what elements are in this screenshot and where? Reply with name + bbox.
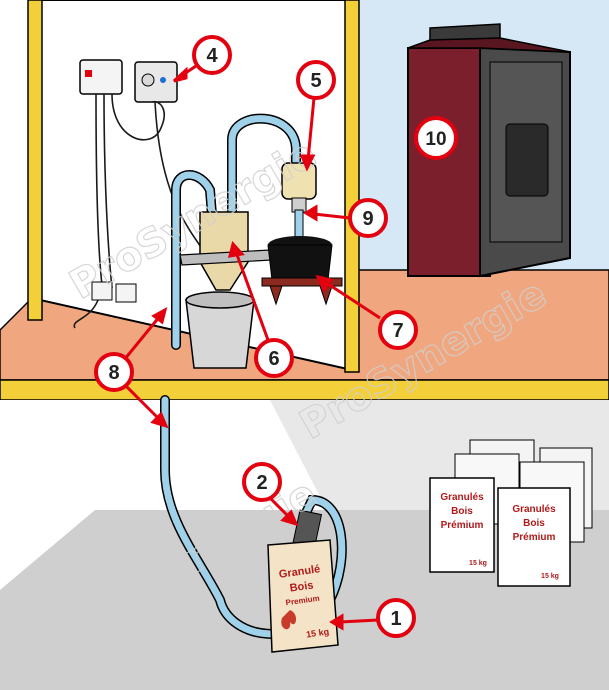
callout-badges: 1 2 4 5 6 7 8 9 xyxy=(94,35,458,638)
bag-small-line2: Bois xyxy=(289,579,314,594)
filter-pot xyxy=(261,236,343,306)
svg-text:7: 7 xyxy=(392,320,403,342)
callout-4: 4 xyxy=(192,35,232,75)
bag-stack2-weight: 15 kg xyxy=(541,573,559,580)
vacuum-motor xyxy=(281,162,317,213)
bag-stack-line2: Bois xyxy=(451,506,473,517)
callout-5: 5 xyxy=(296,60,336,100)
callout-10: 10 xyxy=(414,116,458,160)
callout-8: 8 xyxy=(94,352,134,392)
bag-stack2-line1: Granulés xyxy=(512,504,556,515)
flame-icon xyxy=(281,610,297,630)
pellet-hopper xyxy=(179,211,273,291)
bag-small-line1: Granulé xyxy=(278,563,321,581)
svg-text:2: 2 xyxy=(256,472,267,494)
svg-text:1: 1 xyxy=(390,608,401,630)
bag-stack-weight: 15 kg xyxy=(469,560,487,567)
wall-socket xyxy=(91,281,137,303)
callout-arrows xyxy=(122,64,381,631)
callout-1: 1 xyxy=(376,598,416,638)
callout-9: 9 xyxy=(348,198,388,238)
floor-beam xyxy=(0,379,609,401)
bag-stack-line3: Prémium xyxy=(441,520,484,531)
callout-7: 7 xyxy=(378,310,418,350)
pellet-bag-stack: Granulés Bois Prémium 15 kg Granulés Boi… xyxy=(429,439,593,587)
svg-text:5: 5 xyxy=(310,70,321,92)
svg-text:6: 6 xyxy=(268,348,279,370)
svg-text:4: 4 xyxy=(206,45,218,67)
svg-text:9: 9 xyxy=(362,208,373,230)
bag-stack2-line2: Bois xyxy=(523,518,545,529)
bucket xyxy=(185,291,255,369)
bag-small-weight: 15 kg xyxy=(305,626,329,639)
control-box-left xyxy=(79,59,123,95)
bag-stack-line1: Granulés xyxy=(440,492,484,503)
bag-stack2-line3: Prémium xyxy=(513,532,556,543)
control-box-right xyxy=(134,61,178,103)
svg-text:10: 10 xyxy=(425,129,446,150)
vacuum-hoses xyxy=(160,113,347,639)
svg-text:8: 8 xyxy=(108,362,119,384)
pellet-stove xyxy=(407,23,571,278)
pellet-bag-open: Granulé Bois Premium 15 kg xyxy=(267,509,339,653)
exhaust-pipe xyxy=(294,209,304,239)
right-beam xyxy=(344,0,360,373)
callout-6: 6 xyxy=(254,338,294,378)
left-beam xyxy=(27,0,43,321)
callout-2: 2 xyxy=(242,462,282,502)
